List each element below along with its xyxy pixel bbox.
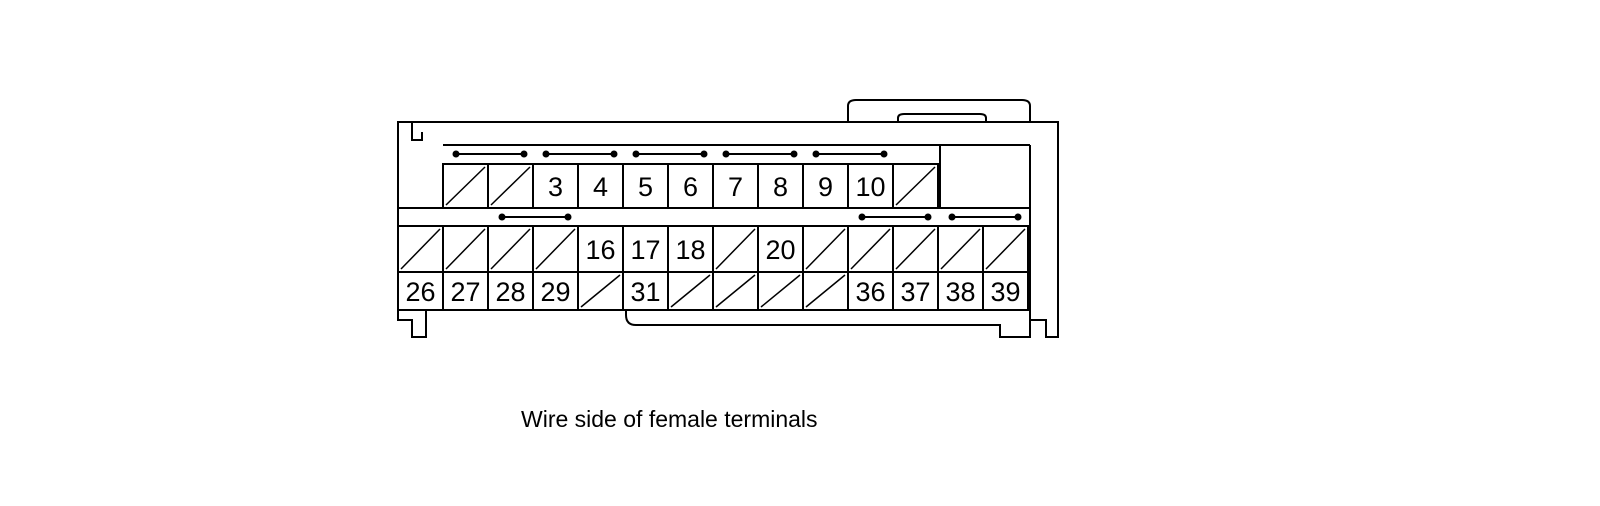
shorting-bar-end — [812, 150, 820, 158]
empty-cavity-slash — [670, 274, 711, 308]
terminal-number: 31 — [630, 277, 660, 307]
shorting-bar-end — [880, 150, 888, 158]
empty-cavity-slash — [445, 228, 486, 270]
terminal-number: 4 — [593, 172, 608, 202]
shorting-bar-end — [498, 213, 506, 221]
shorting-bar-end — [924, 213, 932, 221]
shorting-bar-end — [610, 150, 618, 158]
terminal-number: 9 — [818, 172, 833, 202]
terminal-cell — [982, 271, 1029, 311]
diagram-caption: Wire side of female terminals — [521, 406, 818, 432]
terminal-number: 3 — [548, 172, 563, 202]
right-block — [939, 145, 1031, 320]
shorting-bar-end — [632, 150, 640, 158]
terminal-number: 36 — [855, 277, 885, 307]
shorting-bar-end — [790, 150, 798, 158]
terminal-number: 38 — [945, 277, 975, 307]
terminal-number: 18 — [675, 235, 705, 265]
empty-cavity-slash — [805, 274, 846, 308]
terminal-number: 39 — [990, 277, 1020, 307]
empty-cavity-slash — [715, 228, 756, 270]
empty-cavity-slash — [490, 228, 531, 270]
terminal-number: 17 — [630, 235, 660, 265]
terminal-cell — [892, 163, 939, 209]
terminal-number: 37 — [900, 277, 930, 307]
connector-latch — [847, 99, 1031, 122]
empty-cavity-slash — [940, 228, 981, 270]
shorting-bar-end — [858, 213, 866, 221]
shorting-bar-end — [564, 213, 572, 221]
shorting-bar-end — [1014, 213, 1022, 221]
empty-cavity-slash — [805, 228, 846, 270]
shorting-bar-end — [722, 150, 730, 158]
empty-cavity-slash — [895, 228, 936, 270]
latch-inner — [897, 113, 987, 122]
shorting-bar-end — [700, 150, 708, 158]
terminal-number: 27 — [450, 277, 480, 307]
shorting-bar-end — [948, 213, 956, 221]
empty-cavity-slash — [850, 228, 891, 270]
terminal-number: 29 — [540, 277, 570, 307]
empty-cavity-slash — [715, 274, 756, 308]
empty-cavity-slash — [895, 166, 936, 206]
shorting-bar-end — [520, 150, 528, 158]
terminal-number: 5 — [638, 172, 653, 202]
terminal-number: 16 — [585, 235, 615, 265]
terminal-number: 20 — [765, 235, 795, 265]
empty-cavity-slash — [760, 274, 801, 308]
connector-housing — [397, 121, 1059, 338]
shorting-bar-end — [542, 150, 550, 158]
empty-cavity-slash — [400, 228, 441, 270]
empty-cavity-slash — [535, 228, 576, 270]
empty-cavity-slash — [445, 166, 486, 206]
terminal-number: 28 — [495, 277, 525, 307]
housing-notch — [411, 122, 423, 141]
terminal-number: 8 — [773, 172, 788, 202]
terminal-number: 26 — [405, 277, 435, 307]
empty-cavity-slash — [490, 166, 531, 206]
empty-cavity-slash — [580, 274, 621, 308]
terminal-number: 7 — [728, 172, 743, 202]
terminal-number: 10 — [855, 172, 885, 202]
terminal-number: 6 — [683, 172, 698, 202]
empty-cavity-slash — [985, 228, 1026, 270]
shorting-bar-end — [452, 150, 460, 158]
